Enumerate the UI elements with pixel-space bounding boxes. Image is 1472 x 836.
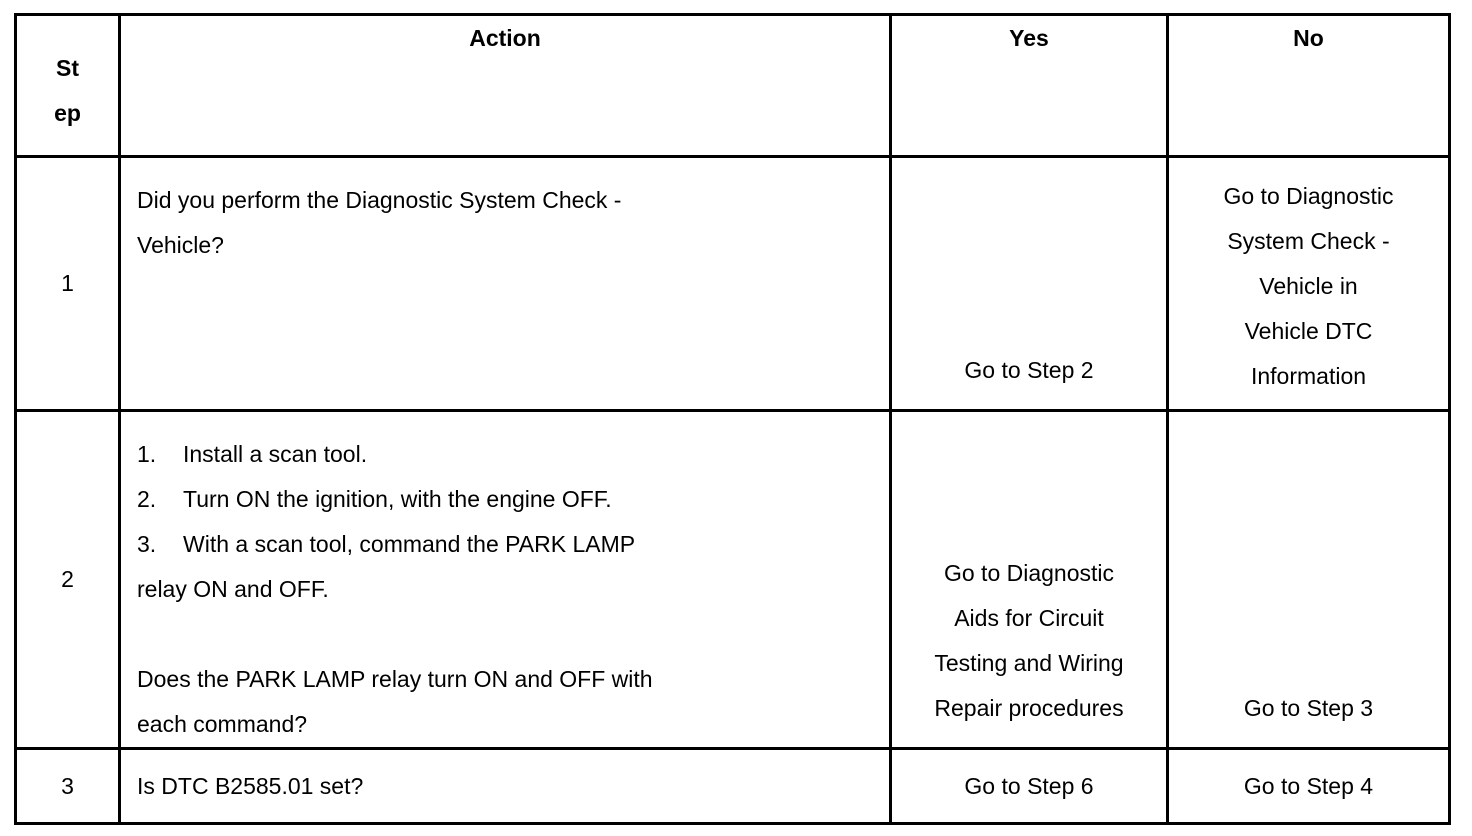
action-cell-2: 1. Install a scan tool. 2. Turn ON the ign…: [118, 409, 892, 750]
step-number-1: 1: [61, 270, 74, 296]
header-cell-no: No: [1166, 13, 1451, 158]
header-cell-action: Action: [118, 13, 892, 158]
no-result-1: Go to Diagnostic System Check - Vehicle …: [1169, 158, 1448, 409]
yes-cell-1: Go to Step 2: [889, 155, 1169, 412]
yes-result-1: Go to Step 2: [892, 158, 1166, 409]
action-text-3: Is DTC B2585.01 set?: [121, 750, 889, 822]
no-line: Information: [1250, 363, 1367, 389]
header-action-label: Action: [469, 25, 541, 51]
yes-cell-3: Go to Step 6: [889, 747, 1169, 825]
yes-line: Aids for Circuit: [954, 605, 1104, 631]
no-line: Go to Diagnostic: [1223, 183, 1394, 209]
header-step-line-2: ep: [54, 100, 81, 126]
action-spacer: [137, 612, 879, 657]
action-question-line: each command?: [137, 711, 308, 737]
table-row: 1 Did you perform the Diagnostic System …: [14, 155, 1451, 412]
yes-line: Repair procedures: [934, 695, 1124, 721]
action-numbered-list: 1. Install a scan tool. 2. Turn ON the ign…: [137, 432, 879, 567]
header-no-label: No: [1293, 25, 1324, 51]
no-cell-2: Go to Step 3: [1166, 409, 1451, 750]
diagnostic-procedure-table: St ep Action Yes No 1 Did you perform th…: [14, 13, 1451, 825]
no-cell-1: Go to Diagnostic System Check - Vehicle …: [1166, 155, 1451, 412]
action-question-line: Does the PARK LAMP relay turn ON and OFF…: [137, 666, 653, 692]
list-item-number: 1.: [137, 441, 157, 467]
no-result-2: Go to Step 3: [1169, 412, 1448, 747]
list-item-text: Turn ON the ignition, with the engine OF…: [183, 486, 612, 512]
yes-result-2: Go to Diagnostic Aids for Circuit Testin…: [892, 412, 1166, 747]
table-row: 2 1. Install a scan tool. 2. Turn ON the i…: [14, 409, 1451, 750]
action-line: Vehicle?: [137, 232, 224, 258]
action-cell-3: Is DTC B2585.01 set?: [118, 747, 892, 825]
action-list-continuation: relay ON and OFF.: [137, 576, 329, 602]
action-text-2: 1. Install a scan tool. 2. Turn ON the ign…: [121, 412, 889, 747]
action-cell-1: Did you perform the Diagnostic System Ch…: [118, 155, 892, 412]
list-item-text: Install a scan tool.: [183, 441, 368, 467]
header-cell-yes: Yes: [889, 13, 1169, 158]
list-item: 3. With a scan tool, command the PARK LAM…: [137, 522, 879, 567]
yes-line: Go to Step 2: [964, 357, 1094, 383]
no-cell-3: Go to Step 4: [1166, 747, 1451, 825]
step-cell-3: 3: [14, 747, 121, 825]
yes-line: Go to Diagnostic: [943, 560, 1115, 586]
header-yes-label: Yes: [1009, 25, 1049, 51]
action-text-1: Did you perform the Diagnostic System Ch…: [121, 158, 889, 409]
step-number-3: 3: [61, 772, 74, 799]
step-number-2: 2: [61, 566, 74, 592]
step-cell-1: 1: [14, 155, 121, 412]
no-line: Vehicle in: [1259, 273, 1358, 299]
no-result-3: Go to Step 4: [1169, 750, 1448, 822]
yes-cell-2: Go to Diagnostic Aids for Circuit Testin…: [889, 409, 1169, 750]
yes-line: Testing and Wiring: [934, 650, 1124, 676]
list-item: 2. Turn ON the ignition, with the engine …: [137, 477, 879, 522]
header-step-line-1: St: [56, 55, 79, 81]
list-item-number: 3.: [137, 531, 157, 557]
table-header-row: St ep Action Yes No: [14, 13, 1451, 158]
table-row: 3 Is DTC B2585.01 set? Go to Step 6 Go t…: [14, 747, 1451, 825]
no-line: Go to Step 4: [1243, 772, 1374, 799]
list-item-number: 2.: [137, 486, 157, 512]
no-line: Go to Step 3: [1243, 695, 1374, 721]
action-line: Is DTC B2585.01 set?: [137, 772, 364, 799]
header-cell-step: St ep: [14, 13, 121, 158]
no-line: System Check -: [1227, 228, 1390, 254]
yes-result-3: Go to Step 6: [892, 750, 1166, 822]
list-item-text: With a scan tool, command the PARK LAMP: [183, 531, 636, 557]
list-item: 1. Install a scan tool.: [137, 432, 879, 477]
step-cell-2: 2: [14, 409, 121, 750]
action-line: Did you perform the Diagnostic System Ch…: [137, 187, 622, 213]
no-line: Vehicle DTC: [1244, 318, 1373, 344]
yes-line: Go to Step 6: [964, 772, 1094, 799]
